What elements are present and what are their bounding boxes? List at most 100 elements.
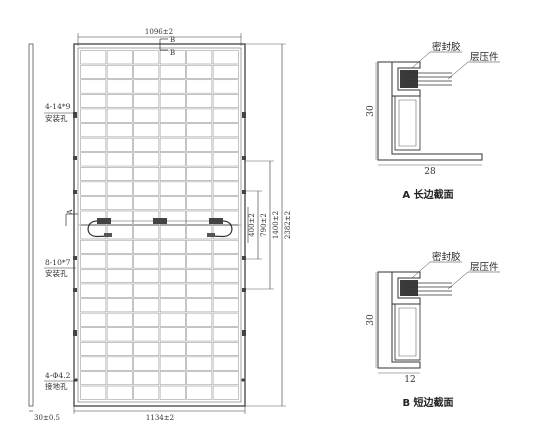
- solar-cell: [212, 79, 239, 94]
- solar-cell: [106, 137, 133, 152]
- frame-hole-markers: [73, 112, 246, 382]
- solar-cell: [159, 196, 186, 211]
- section-b-width-dim: 12: [404, 375, 415, 385]
- solar-cell: [80, 356, 107, 371]
- solar-cell: [186, 137, 213, 152]
- dim-400: 400±2: [247, 207, 256, 243]
- solar-cell: [80, 50, 107, 65]
- solar-cell: [80, 312, 107, 327]
- solar-cell: [212, 254, 239, 269]
- solar-cell: [106, 167, 133, 181]
- solar-cell: [80, 94, 107, 108]
- solar-cell: [186, 239, 213, 254]
- section-a-clamp-lip: [392, 61, 421, 97]
- dim-400-text: 400±2: [248, 213, 256, 237]
- solar-cell: [212, 371, 239, 386]
- section-a-laminate-label: 层压件: [470, 51, 499, 63]
- bottom-width-dimension: 1134±2: [73, 404, 246, 422]
- solar-cell: [106, 108, 133, 123]
- section-b-marker: B B: [159, 36, 175, 57]
- section-b-label-bottom: B: [170, 49, 175, 57]
- solar-cell: [133, 342, 160, 356]
- solar-cell: [80, 269, 107, 283]
- connector-left: [104, 233, 112, 237]
- solar-cell: [159, 94, 186, 108]
- solar-cell: [80, 64, 107, 79]
- solar-cell: [186, 283, 213, 298]
- solar-cell: [106, 50, 133, 65]
- secondary-hole-spec: 8-10*7: [45, 258, 71, 267]
- solar-cell: [212, 167, 239, 181]
- solar-cell: [133, 64, 160, 79]
- section-b-caption: B 短边截面: [402, 396, 453, 409]
- solar-cell: [133, 356, 160, 371]
- solar-cell: [186, 342, 213, 356]
- solar-cell: [80, 371, 107, 386]
- solar-cell: [106, 64, 133, 79]
- section-a-sealant-label: 密封胶: [432, 41, 461, 53]
- solar-cell: [133, 94, 160, 108]
- solar-cell: [106, 94, 133, 108]
- solar-cell: [80, 239, 107, 254]
- dim-1400-text: 1400±2: [272, 211, 280, 239]
- solar-cell: [133, 225, 160, 240]
- solar-cell: [186, 167, 213, 181]
- junction-box-assembly: [87, 218, 233, 238]
- solar-cell: [159, 137, 186, 152]
- mounting-hole-mark: [73, 288, 77, 292]
- solar-cell: [212, 312, 239, 327]
- mounting-hole-mark: [73, 156, 77, 160]
- solar-cell: [186, 50, 213, 65]
- solar-cell: [212, 327, 239, 342]
- solar-cell: [106, 196, 133, 211]
- solar-cell: [212, 152, 239, 167]
- mounting-hole-mark: [242, 112, 246, 118]
- solar-cell: [186, 94, 213, 108]
- section-b-label-top: B: [170, 36, 175, 44]
- solar-cell: [106, 312, 133, 327]
- section-b-view: 密封胶 层压件 30 12 B 短边截面: [366, 251, 500, 409]
- ground-hole-mark: [241, 378, 245, 382]
- section-a-view: 密封胶 层压件 30 28 A 长边截面: [366, 41, 500, 201]
- solar-cell: [133, 269, 160, 283]
- solar-cell: [106, 269, 133, 283]
- solar-cell: [186, 269, 213, 283]
- solar-cell: [133, 108, 160, 123]
- mounting-hole-spec: 4-14*9: [45, 102, 71, 111]
- solar-cell: [106, 298, 133, 313]
- solar-cell: [212, 210, 239, 225]
- ground-hole-callout: 4-Φ4.2 接地孔: [44, 371, 76, 391]
- ground-hole-label: 接地孔: [45, 381, 68, 391]
- solar-cell: [159, 123, 186, 138]
- junction-box-right: [209, 218, 223, 224]
- mounting-hole-mark: [242, 156, 246, 160]
- solar-cell: [106, 371, 133, 386]
- solar-cell: [212, 64, 239, 79]
- solar-cell: [212, 181, 239, 196]
- section-a-sealant: [400, 70, 418, 88]
- solar-cell: [159, 152, 186, 167]
- solar-cell: [133, 239, 160, 254]
- solar-cell: [80, 327, 107, 342]
- top-width-text: 1096±2: [145, 28, 173, 36]
- solar-cell: [212, 239, 239, 254]
- section-b-clamp-lip: [392, 271, 421, 305]
- solar-cell: [80, 196, 107, 211]
- solar-cell: [133, 385, 160, 400]
- solar-cell: [159, 239, 186, 254]
- mounting-hole-mark: [73, 190, 77, 194]
- solar-cell: [212, 50, 239, 65]
- junction-box-left: [97, 218, 111, 224]
- section-b-height-dim: 30: [366, 314, 376, 326]
- solar-cell: [186, 181, 213, 196]
- solar-cell: [186, 254, 213, 269]
- solar-cell: [159, 64, 186, 79]
- top-width-dimension: 1096±2: [77, 28, 242, 46]
- solar-cell: [159, 167, 186, 181]
- junction-box-center: [153, 218, 167, 224]
- solar-cell: [212, 108, 239, 123]
- solar-cell: [186, 123, 213, 138]
- solar-cell: [106, 327, 133, 342]
- solar-cell: [212, 94, 239, 108]
- solar-cell: [80, 225, 107, 240]
